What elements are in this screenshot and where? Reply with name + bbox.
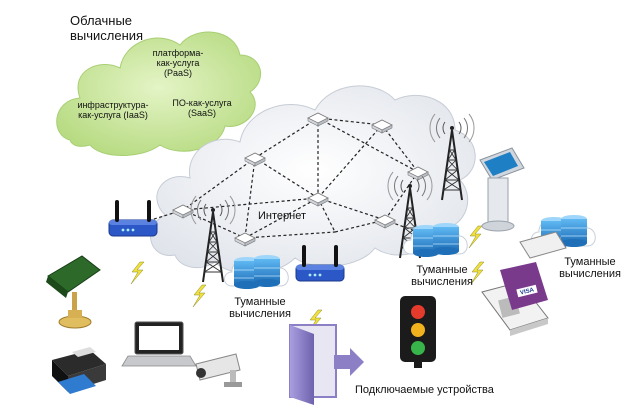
fog-label-3-line1: Туманные	[564, 256, 616, 268]
lamp-icon	[46, 255, 101, 329]
fog-label-1: Туманные вычисления	[218, 296, 302, 321]
paas-line1: платформа-	[152, 48, 204, 58]
fog-label-3: Туманные вычисления	[548, 256, 632, 281]
laptop-icon	[121, 321, 197, 367]
paas-line3: (PaaS)	[163, 68, 192, 79]
iaas-label: инфраструктура- как-услуга (IaaS)	[68, 100, 158, 120]
fog-label-2-line1: Туманные	[416, 264, 468, 276]
cloud-title-line2: вычисления	[70, 27, 144, 43]
door-icon	[289, 324, 364, 405]
pos-terminal-icon: VISA	[481, 262, 549, 336]
tablet-icon	[519, 231, 567, 259]
cloud-computing-title: Облачные вычисления	[70, 13, 144, 43]
saas-label: ПО-как-услуга (SaaS)	[162, 98, 242, 118]
devices-label: Подключаемые устройства	[355, 384, 494, 396]
iaas-line1: инфраструктура-	[77, 100, 149, 110]
fog-label-1-line1: Туманные	[234, 296, 286, 308]
paas-label: платформа- как-услуга (PaaS)	[148, 48, 208, 78]
green-cloud	[56, 31, 261, 156]
router-icon	[108, 199, 158, 237]
internet-label: Интернет	[258, 210, 306, 222]
printer-icon	[52, 347, 106, 394]
lightning-icon	[130, 261, 145, 285]
fog-label-3-line2: вычисления	[559, 268, 621, 281]
card-brand: VISA	[520, 287, 536, 296]
saas-line2: (SaaS)	[187, 108, 216, 119]
lightning-icon	[468, 225, 483, 249]
iaas-line2: как-услуга (IaaS)	[78, 110, 148, 121]
saas-line1: ПО-как-услуга	[172, 98, 232, 108]
lightning-icon	[192, 284, 207, 308]
cloud-computing-group	[56, 31, 261, 156]
paas-line2: как-услуга	[156, 58, 200, 69]
internet-cloud	[150, 85, 476, 274]
fog-label-2-line2: вычисления	[411, 276, 473, 289]
cloud-title-line1: Облачные	[70, 13, 133, 28]
fog-label-1-line2: вычисления	[229, 308, 291, 321]
traffic-light-icon	[400, 296, 436, 368]
kiosk-icon	[479, 147, 525, 232]
fog-label-2: Туманные вычисления	[400, 264, 484, 289]
security-camera-icon	[195, 353, 242, 387]
